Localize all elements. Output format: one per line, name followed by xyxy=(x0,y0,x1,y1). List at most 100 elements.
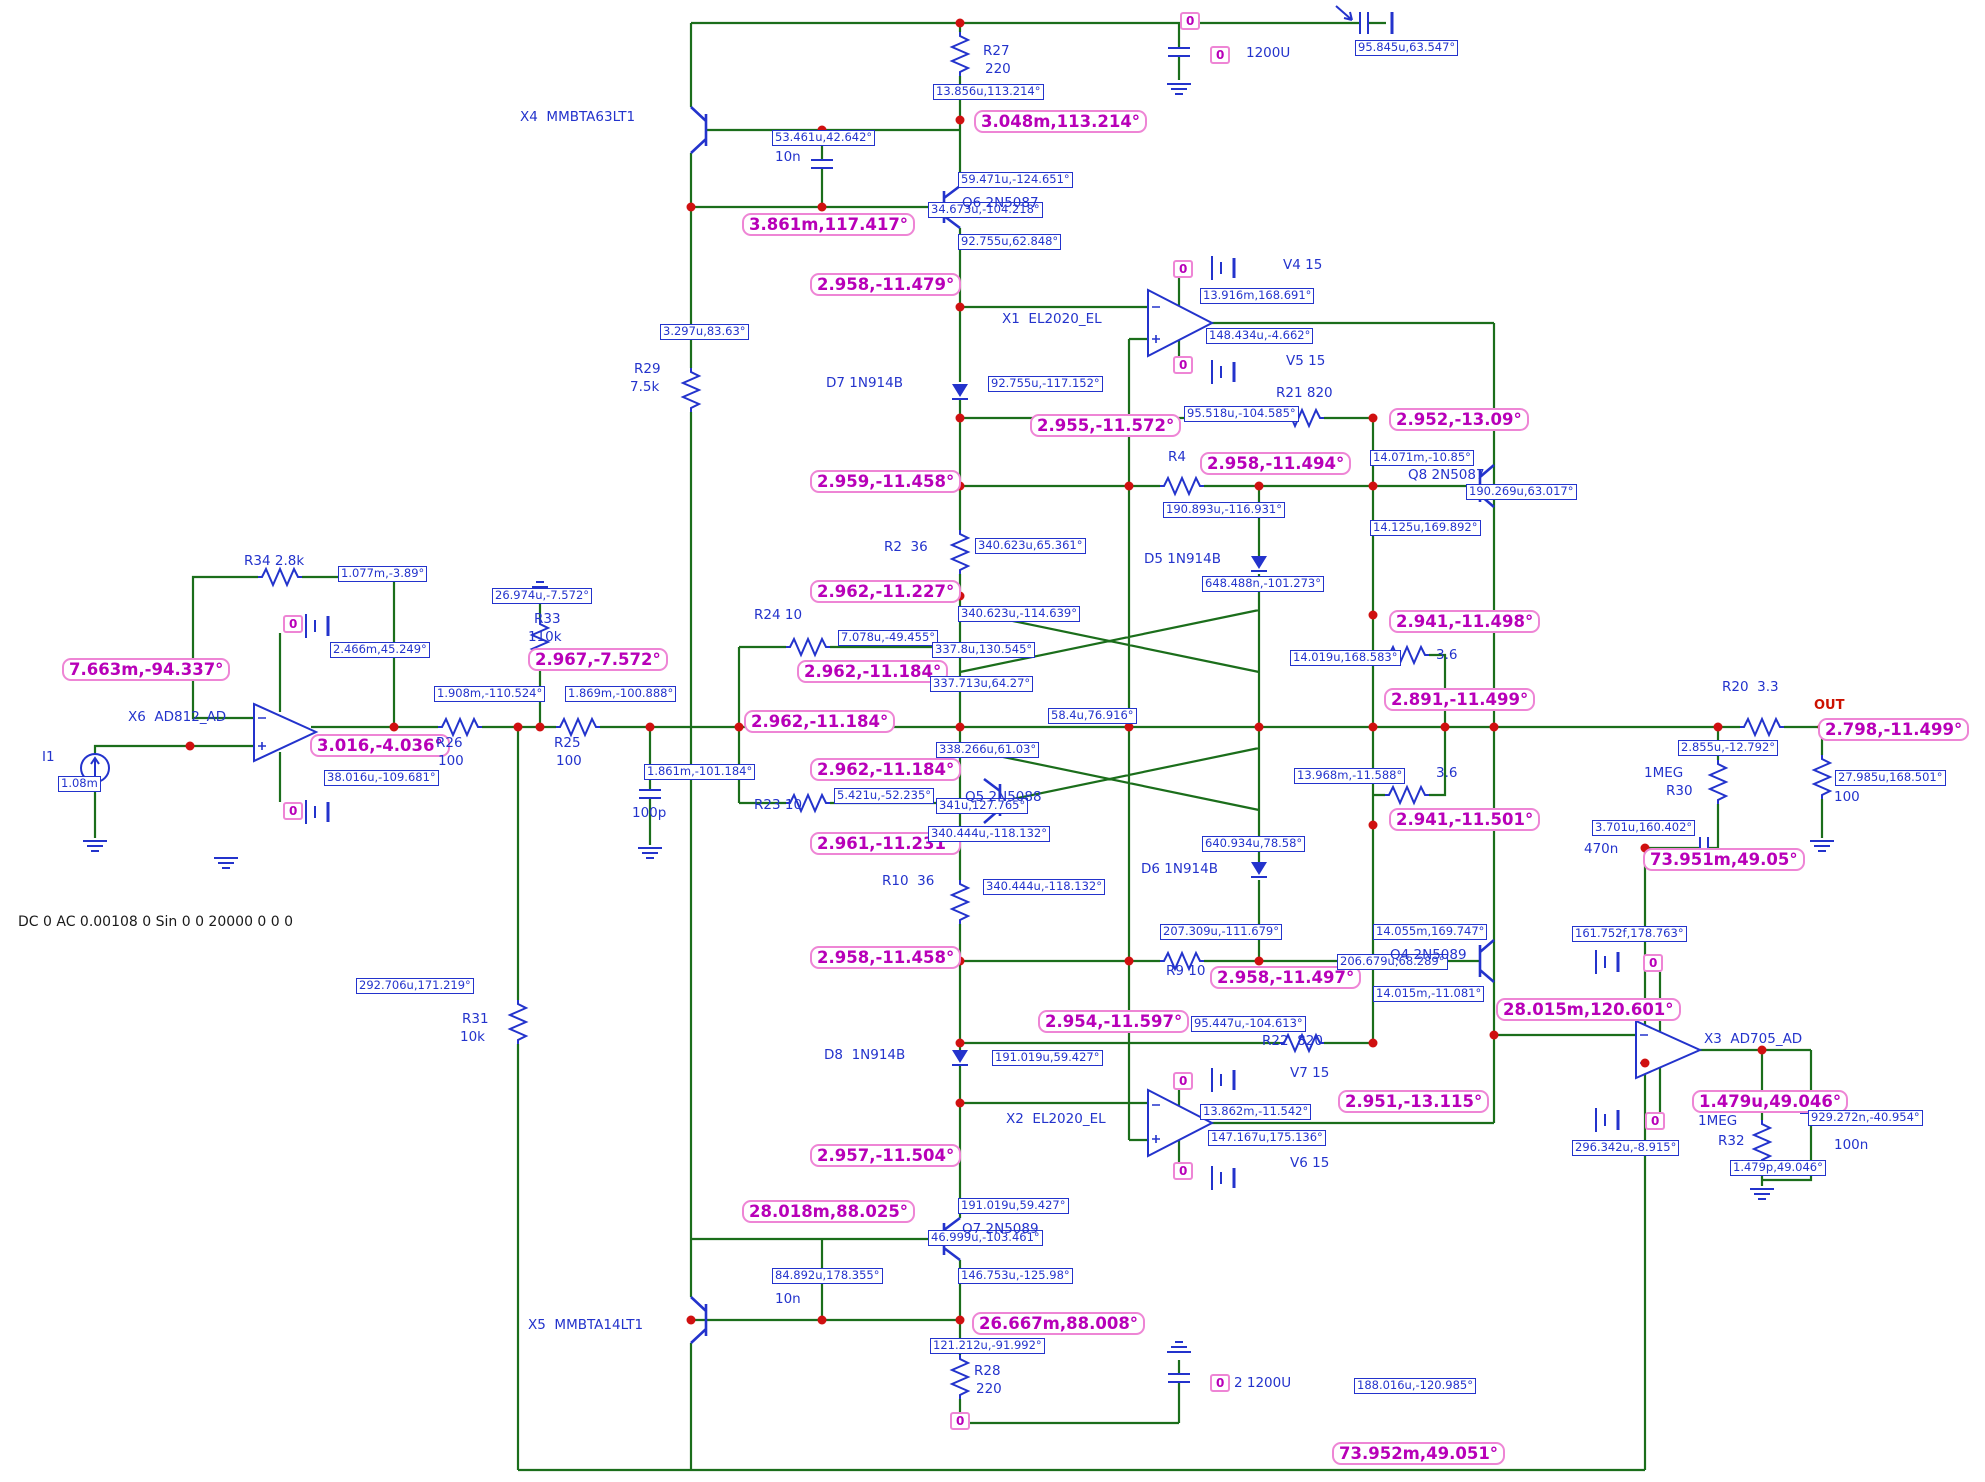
component-label[interactable]: 220 xyxy=(985,61,1011,77)
phasor-annotation[interactable]: 2.941,-11.501° xyxy=(1389,808,1541,832)
current-annotation[interactable]: 5.421u,-52.235° xyxy=(834,788,935,804)
current-annotation[interactable]: 26.974u,-7.572° xyxy=(492,588,593,604)
current-annotation[interactable]: 161.752f,178.763° xyxy=(1572,926,1687,942)
component-label[interactable]: V4 15 xyxy=(1283,257,1323,273)
phasor-annotation[interactable]: 3.861m,117.417° xyxy=(742,213,916,237)
current-annotation[interactable]: 190.269u,63.017° xyxy=(1466,484,1577,500)
diode-D7[interactable] xyxy=(951,383,969,400)
phasor-annotation[interactable]: 28.018m,88.025° xyxy=(742,1200,916,1224)
battery-x3-pos[interactable] xyxy=(1594,948,1620,976)
component-label[interactable]: 100 xyxy=(556,753,582,769)
current-annotation[interactable]: 13.916m,168.691° xyxy=(1200,288,1315,304)
current-annotation[interactable]: 1.908m,-110.524° xyxy=(434,686,546,702)
resistor-R32[interactable] xyxy=(1753,1119,1771,1165)
resistor-load-100[interactable] xyxy=(1813,754,1831,800)
component-label[interactable]: 100p xyxy=(632,805,667,821)
phasor-annotation[interactable]: 2.962,-11.184° xyxy=(797,660,949,684)
component-label[interactable]: R2 36 xyxy=(884,539,928,555)
current-annotation[interactable]: 3.701u,160.402° xyxy=(1592,820,1696,836)
component-label[interactable]: R24 10 xyxy=(754,607,803,623)
component-label[interactable]: R21 820 xyxy=(1276,385,1333,401)
phasor-annotation[interactable]: 73.951m,49.05° xyxy=(1643,848,1805,872)
current-annotation[interactable]: 338.266u,61.03° xyxy=(936,742,1040,758)
component-label[interactable]: V7 15 xyxy=(1290,1065,1330,1081)
resistor-3r6-lower[interactable] xyxy=(1384,786,1430,804)
current-annotation[interactable]: 191.019u,59.427° xyxy=(992,1050,1103,1066)
component-label[interactable]: R22 820 xyxy=(1262,1033,1323,1049)
current-annotation[interactable]: 59.471u,-124.651° xyxy=(958,172,1073,188)
component-label[interactable]: D8 1N914B xyxy=(824,1047,906,1063)
component-label[interactable]: X3 AD705_AD xyxy=(1704,1031,1803,1047)
current-annotation[interactable]: 38.016u,-109.681° xyxy=(324,770,439,786)
current-annotation[interactable]: 121.212u,-91.992° xyxy=(930,1338,1045,1354)
current-annotation[interactable]: 206.679u,68.289° xyxy=(1337,954,1448,970)
resistor-R2[interactable] xyxy=(951,529,969,575)
current-annotation[interactable]: 14.125u,169.892° xyxy=(1370,520,1481,536)
transistor-X5[interactable] xyxy=(690,1296,708,1344)
capacitor-10n-top[interactable] xyxy=(810,159,834,169)
resistor-R30[interactable] xyxy=(1709,759,1727,805)
current-annotation[interactable]: 1.861m,-101.184° xyxy=(644,764,756,780)
phasor-annotation[interactable]: 2.955,-11.572° xyxy=(1030,414,1182,438)
current-annotation[interactable]: 13.862m,-11.542° xyxy=(1200,1104,1312,1120)
opamp-X6[interactable] xyxy=(253,702,319,763)
current-annotation[interactable]: 95.518u,-104.585° xyxy=(1184,406,1299,422)
component-label[interactable]: I1 xyxy=(42,749,55,765)
phasor-annotation[interactable]: 26.667m,88.008° xyxy=(972,1312,1146,1336)
battery-V7[interactable] xyxy=(1210,1066,1236,1094)
current-annotation[interactable]: 1.08m xyxy=(58,776,101,792)
phasor-annotation[interactable]: 7.663m,-94.337° xyxy=(62,658,231,682)
resistor-R29[interactable] xyxy=(682,367,700,413)
current-annotation[interactable]: 146.753u,-125.98° xyxy=(958,1268,1073,1284)
component-label[interactable]: R34 2.8k xyxy=(244,553,305,569)
component-label[interactable]: 1200U xyxy=(1246,45,1291,61)
component-label[interactable]: D5 1N914B xyxy=(1144,551,1221,567)
current-annotation[interactable]: 1.869m,-100.888° xyxy=(565,686,677,702)
component-label[interactable]: D7 1N914B xyxy=(826,375,903,391)
current-annotation[interactable]: 14.071m,-10.85° xyxy=(1370,450,1474,466)
component-label[interactable]: D6 1N914B xyxy=(1141,861,1218,877)
phasor-annotation[interactable]: 3.048m,113.214° xyxy=(974,110,1148,134)
current-annotation[interactable]: 53.461u,42.642° xyxy=(772,130,876,146)
component-label[interactable]: R23 10 xyxy=(754,797,803,813)
component-label[interactable]: 220 xyxy=(976,1381,1002,1397)
resistor-R34[interactable] xyxy=(257,568,303,586)
resistor-R20[interactable] xyxy=(1739,718,1785,736)
current-annotation[interactable]: 3.297u,83.63° xyxy=(660,324,749,340)
capacitor-top-right[interactable] xyxy=(1359,11,1369,35)
phasor-annotation[interactable]: 2.962,-11.184° xyxy=(810,758,962,782)
current-annotation[interactable]: 929.272n,-40.954° xyxy=(1808,1110,1923,1126)
current-annotation[interactable]: 640.934u,78.58° xyxy=(1202,836,1306,852)
current-annotation[interactable]: 92.755u,62.848° xyxy=(958,234,1062,250)
component-label[interactable]: 3.6 xyxy=(1436,647,1458,663)
current-annotation[interactable]: 340.623u,65.361° xyxy=(975,538,1086,554)
component-label[interactable]: 10k xyxy=(460,1029,485,1045)
phasor-annotation[interactable]: 2.954,-11.597° xyxy=(1038,1010,1190,1034)
component-label[interactable]: R29 xyxy=(634,361,661,377)
component-label[interactable]: R20 3.3 xyxy=(1722,679,1779,695)
component-label[interactable]: 100 xyxy=(1834,789,1860,805)
current-annotation[interactable]: 190.893u,-116.931° xyxy=(1163,502,1285,518)
component-label[interactable]: 7.5k xyxy=(630,379,660,395)
component-label[interactable]: Q8 2N5087 xyxy=(1408,467,1485,483)
component-label[interactable]: R27 xyxy=(983,43,1010,59)
resistor-R25[interactable] xyxy=(555,718,601,736)
current-annotation[interactable]: 147.167u,175.136° xyxy=(1208,1130,1326,1146)
component-label[interactable]: 1MEG xyxy=(1698,1113,1738,1129)
component-label[interactable]: R30 xyxy=(1666,783,1693,799)
current-annotation[interactable]: 84.892u,178.355° xyxy=(772,1268,883,1284)
phasor-annotation[interactable]: 28.015m,120.601° xyxy=(1496,998,1681,1022)
current-annotation[interactable]: 34.673u,-104.218° xyxy=(928,202,1043,218)
current-annotation[interactable]: 337.8u,130.545° xyxy=(932,642,1036,658)
component-label[interactable]: 470n xyxy=(1584,841,1619,857)
phasor-annotation[interactable]: 2.958,-11.479° xyxy=(810,273,962,297)
capacitor-supply-top-1200U[interactable] xyxy=(1167,47,1191,57)
current-annotation[interactable]: 296.342u,-8.915° xyxy=(1572,1140,1680,1156)
ground-node-label[interactable]: 0 xyxy=(283,802,304,821)
phasor-annotation[interactable]: 2.961,-11.231° xyxy=(810,832,962,856)
current-annotation[interactable]: 2.855u,-12.792° xyxy=(1678,740,1779,756)
opamp-X3[interactable] xyxy=(1635,1019,1703,1080)
current-annotation[interactable]: 14.019u,168.583° xyxy=(1290,650,1401,666)
current-annotation[interactable]: 1.077m,-3.89° xyxy=(338,566,428,582)
component-label[interactable]: Q5 2N5088 xyxy=(965,789,1042,805)
